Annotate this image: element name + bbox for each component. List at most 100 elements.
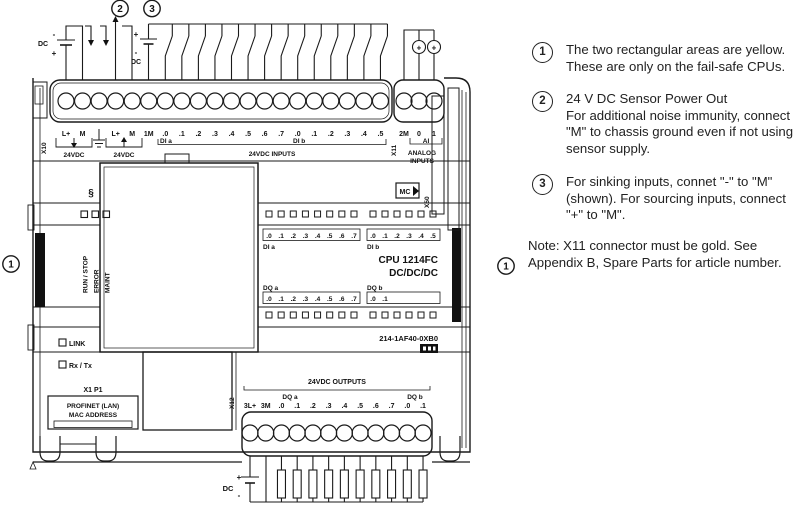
mc-label: MC	[400, 189, 411, 196]
x10-terminal-label: .0	[162, 131, 168, 138]
switch-contact	[346, 24, 355, 80]
di-led	[369, 210, 377, 218]
di-a-channel: .0	[266, 233, 272, 240]
door-latch[interactable]	[164, 153, 190, 164]
load-resistor	[402, 469, 412, 499]
x10-terminal-label: M	[129, 131, 135, 138]
analog-input-wiring	[403, 29, 435, 80]
terminal-screw	[367, 424, 385, 442]
memory-card-slot[interactable]: MC	[395, 182, 420, 199]
terminal-screw	[289, 92, 307, 110]
terminal-screw	[304, 424, 322, 442]
x10-terminal-label: .2	[195, 131, 201, 138]
switch-contact	[230, 24, 240, 80]
dq-led	[277, 311, 285, 319]
dq-a-channel: .0	[266, 296, 272, 303]
port-name: X1 P1	[83, 387, 102, 394]
note-item-2: 2 24 V DC Sensor Power Out For additiona…	[532, 91, 793, 157]
battery2-minus: -	[135, 48, 138, 57]
di-led	[265, 210, 273, 218]
sensor-out-caption: 24VDC	[114, 152, 135, 159]
terminal-screw	[288, 424, 306, 442]
dq-led-row	[265, 311, 437, 319]
access-door[interactable]	[99, 162, 259, 353]
dq-led	[338, 311, 346, 319]
x10-terminal-label: .3	[344, 131, 350, 138]
access-door-inner	[103, 166, 255, 349]
di-led-row	[265, 210, 437, 218]
di-b-channel: .4	[418, 233, 424, 240]
output-battery: + - DC	[223, 456, 423, 503]
x10-terminal-label: .0	[295, 131, 301, 138]
di-a-channel: .4	[315, 233, 321, 240]
din-clip-left2[interactable]	[95, 436, 117, 462]
terminal-screw	[272, 424, 291, 442]
voltage-source-plus: +	[417, 44, 422, 53]
clamp-icon: §	[88, 188, 94, 199]
note-3-line: "+" to "M".	[566, 207, 626, 222]
maint-led-label: MAINT	[105, 272, 112, 293]
note-3-line: For sinking inputs, connet "-" to "M"	[566, 174, 773, 189]
di-led	[338, 210, 346, 218]
terminal-screw	[395, 92, 413, 110]
inputs-caption: 24VDC INPUTS	[249, 151, 296, 158]
power-supply-battery: - + DC	[38, 25, 84, 80]
x12-terminal-label: .4	[341, 403, 347, 410]
di-a-channel-box	[262, 228, 361, 241]
switch-contact	[247, 24, 256, 80]
terminal-screw	[156, 92, 174, 110]
x11-terminal-cover	[393, 79, 445, 123]
profinet-label: PROFINET (LAN)	[67, 403, 119, 410]
note-2-line: For additional noise immunity, connect	[566, 107, 791, 123]
band-dq-b-label: DQ b	[407, 394, 423, 401]
di-b-channel-box	[366, 228, 441, 241]
x10-terminal-label: .4	[229, 131, 235, 138]
terminal-screw	[272, 92, 290, 110]
callout-1-left-number: 1	[8, 260, 14, 271]
x12-terminal-label: .0	[279, 403, 285, 410]
terminal-screw	[73, 92, 92, 110]
terminal-screw	[351, 424, 369, 442]
note-footer: Note: X11 connector must be gold. See Ap…	[528, 238, 782, 271]
card-slot-rail	[431, 95, 445, 215]
din-clip-right[interactable]	[439, 436, 461, 462]
load-resistor	[355, 469, 365, 499]
din-clip-left[interactable]	[39, 436, 61, 462]
terminal-screw	[305, 92, 323, 110]
note-1-line: These are only on the fail-safe CPUs.	[566, 58, 786, 74]
x11-terminals	[395, 92, 443, 110]
x12-terminal-labels: 3L+3M.0.1.2.3.4.5.6.7.0.1	[244, 403, 426, 410]
callout-1-right: 1	[497, 257, 515, 275]
switch-contact	[313, 24, 322, 80]
di-a-channel: .1	[278, 233, 284, 240]
run-stop-led-label: RUN / STOP	[83, 255, 90, 293]
dq-led	[417, 311, 425, 319]
x12-terminal-label: .1	[420, 403, 426, 410]
dq-channel-labels: .0.1.2.3.4.5.6.7.0.1	[266, 296, 388, 303]
x10-terminal-label: .6	[262, 131, 268, 138]
profinet-port[interactable]: X1 P1 PROFINET (LAN) MAC ADDRESS	[47, 387, 139, 430]
sensor-out-wiring	[85, 16, 133, 80]
terminal-screw	[335, 424, 353, 442]
x10-terminal-label: .1	[179, 131, 185, 138]
switch-contact	[264, 24, 273, 80]
x10-terminal-label: .5	[245, 131, 251, 138]
dq-led	[369, 311, 377, 319]
callout-3: 3	[143, 0, 161, 18]
load-resistor	[387, 469, 397, 499]
switch-contact	[197, 24, 206, 80]
terminal-screw	[410, 92, 428, 110]
switch-contact	[164, 24, 173, 80]
x10-terminal-label: M	[80, 131, 86, 138]
comm-leds: LINK Rx / Tx	[58, 338, 92, 370]
terminal-screw	[241, 424, 259, 442]
battery3-minus: -	[238, 491, 241, 500]
di-led	[417, 210, 425, 218]
face-di-b-label: DI b	[367, 244, 379, 251]
load-resistor	[292, 469, 302, 499]
face-di-a-label: DI a	[263, 244, 275, 251]
failsafe-yellow-area-right	[452, 228, 461, 322]
